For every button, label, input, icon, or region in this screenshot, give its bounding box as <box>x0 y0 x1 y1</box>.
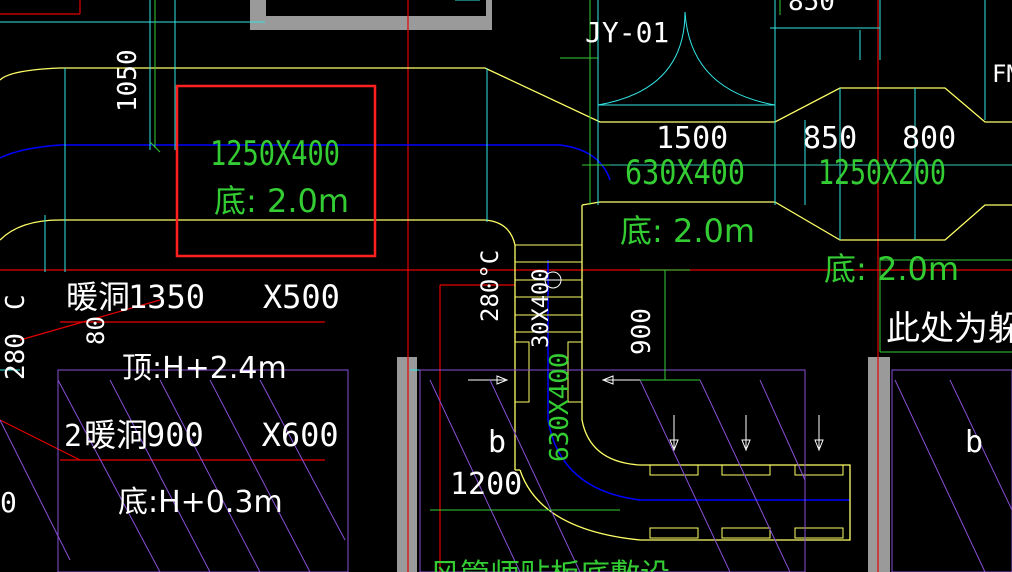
hatch-box-left <box>57 369 349 572</box>
label-1200: 1200 <box>450 467 522 502</box>
blue-centerline-main <box>0 144 611 181</box>
blue-centerline-vertical <box>547 260 850 501</box>
hatch-box-right <box>891 369 1012 572</box>
label-b-left: b <box>488 425 506 460</box>
label-angle-280: 280°C <box>476 250 504 322</box>
arrow-3-head <box>814 439 824 452</box>
hatch-m5 <box>759 379 806 481</box>
hatch-far-left <box>0 419 71 561</box>
duct-elbow <box>519 205 851 541</box>
hatch-box-mid <box>419 369 806 572</box>
wall-top-inner <box>266 0 486 16</box>
arrow-in-right-head <box>601 375 614 385</box>
label-duct-right-bottom: 底: 2.0m <box>824 250 959 288</box>
red-leader-1 <box>19 299 161 341</box>
selection-highlight-box[interactable] <box>175 84 377 258</box>
arrow-2-head <box>741 439 751 452</box>
red-leader-2 <box>0 419 81 461</box>
label-850: 850 <box>803 121 857 156</box>
label-duct-right-size: 1250X200 <box>818 153 946 193</box>
grille-box-right <box>567 341 583 403</box>
diffuser-2 <box>721 464 771 476</box>
label-800: 800 <box>902 121 956 156</box>
label-duct-mid-size: 630X400 <box>625 153 745 193</box>
label-1500: 1500 <box>656 121 728 156</box>
arrow-1-head <box>669 439 679 452</box>
label-hole-1-name: 暖洞 <box>66 278 130 316</box>
hatch-r1 <box>894 379 986 572</box>
label-note-right: 此处为躲 <box>886 309 1012 349</box>
hatch-l5 <box>259 379 346 541</box>
label-hole-2-prefix: 2 <box>64 419 82 454</box>
arrow-in-left-head <box>496 375 509 385</box>
hatch-m2 <box>489 379 581 572</box>
duct-outlines <box>0 67 1012 541</box>
wall-right-column <box>868 357 890 572</box>
label-top-850: 850 <box>788 0 835 17</box>
diffuser-1 <box>649 464 699 476</box>
hatch-m3 <box>639 379 731 572</box>
label-duct-mid-bottom: 底: 2.0m <box>620 212 755 250</box>
hatch-m4 <box>699 379 791 572</box>
label-jy: JY-01 <box>585 16 669 49</box>
diffuser-4 <box>649 527 699 539</box>
diffusers <box>649 464 844 539</box>
diffuser-arrows <box>468 271 824 452</box>
label-note-bottom: 风管师贴板底敷设 <box>430 558 670 572</box>
label-hole-2-bottom: 底:H+0.3m <box>118 485 283 520</box>
diffuser-3 <box>794 464 844 476</box>
duct-bottom-edge <box>0 219 516 470</box>
label-duct-main-size: 1250X400 <box>210 134 340 174</box>
dim-tick-1050 <box>149 141 161 153</box>
label-900: 900 <box>627 308 657 355</box>
label-vert-small: 30X400 <box>529 269 554 348</box>
hatch-l1 <box>57 379 161 572</box>
purple-hatch <box>0 369 1012 572</box>
label-duct-main-bottom: 底: 2.0m <box>214 182 349 220</box>
cyan-door-arc-left <box>597 11 686 106</box>
hatch-m1 <box>429 379 521 572</box>
label-b-right: b <box>965 425 983 460</box>
label-left-280: 280 <box>1 333 31 380</box>
label-1050: 1050 <box>113 49 143 112</box>
grille-box-left <box>514 341 530 403</box>
label-left-c: C <box>1 294 31 310</box>
label-hole-2-dims: 900 X600 <box>146 416 339 454</box>
hatch-l4 <box>209 379 311 572</box>
label-hole-1-top: 顶:H+2.4m <box>122 351 287 386</box>
label-left-0: 0 <box>0 486 17 519</box>
label-hole-2-name: 暖洞 <box>84 416 148 454</box>
wall-left-column <box>397 357 417 572</box>
duct-top-edge <box>0 67 1012 123</box>
hatch-l2 <box>109 379 211 572</box>
walls <box>250 0 890 572</box>
label-hole-1-dims: 1350 X500 <box>128 278 340 316</box>
diffuser-6 <box>794 527 844 539</box>
green-dimension-lines <box>149 0 1012 511</box>
label-fm: FM <box>992 60 1012 88</box>
hatch-l3 <box>159 379 261 572</box>
cyan-door-arc-right <box>684 11 776 106</box>
hatch-r2 <box>949 379 1012 511</box>
label-left-80: 80 <box>82 316 110 345</box>
diffuser-5 <box>721 527 771 539</box>
label-vert-duct: 630X400 <box>545 352 575 462</box>
